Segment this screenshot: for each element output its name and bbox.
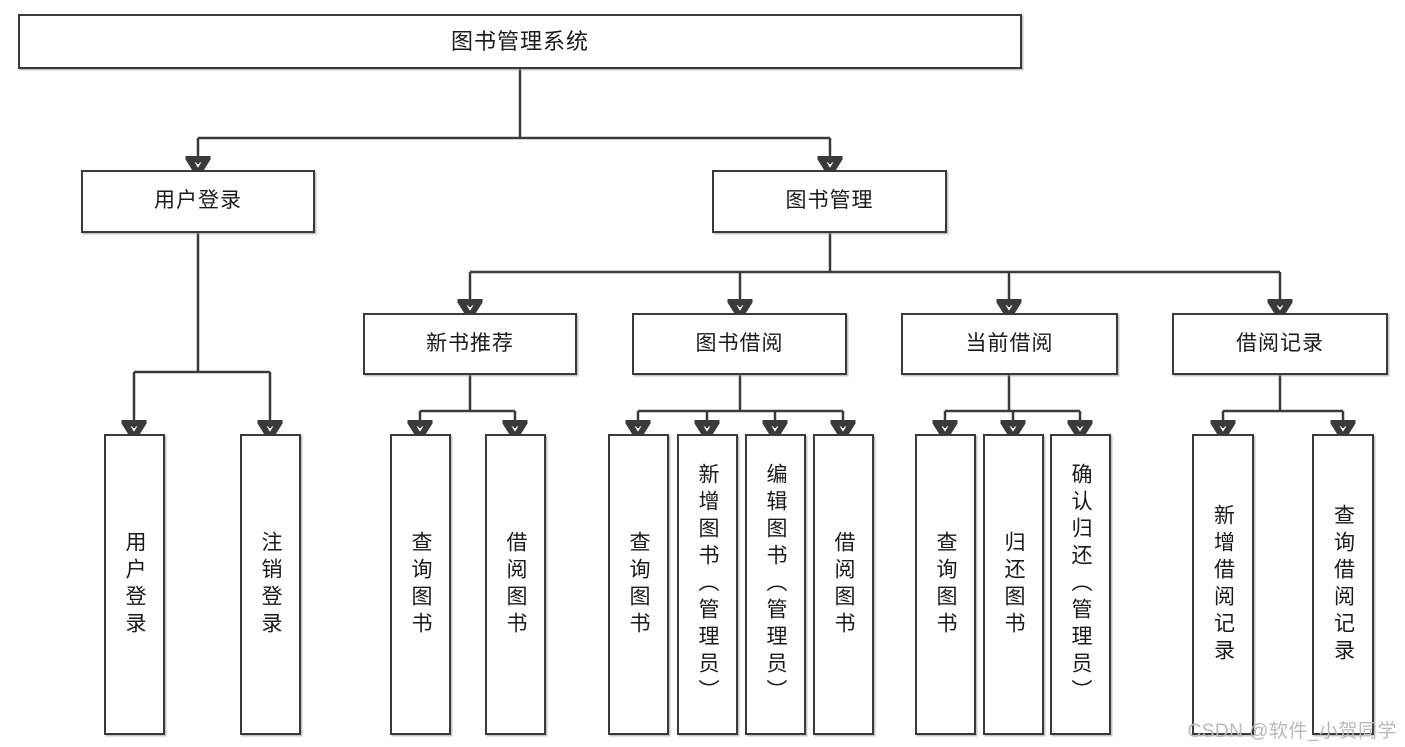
node-user-login-label: 用户登录	[154, 189, 242, 213]
node-leaf-add-book-label: 新增图书（管理员）	[696, 463, 719, 706]
node-leaf-add-record[interactable]: 新增借阅记录	[1192, 434, 1254, 735]
node-leaf-query-book-2-label: 查询图书	[627, 530, 650, 639]
node-borrow-record[interactable]: 借阅记录	[1172, 313, 1388, 375]
node-leaf-confirm-return-label: 确认归还（管理员）	[1069, 463, 1092, 706]
node-root[interactable]: 图书管理系统	[18, 14, 1022, 69]
node-book-manage-label: 图书管理	[785, 189, 874, 213]
node-current-borrow[interactable]: 当前借阅	[901, 313, 1118, 375]
node-borrow-record-label: 借阅记录	[1236, 331, 1324, 355]
node-leaf-query-book-3-label: 查询图书	[934, 530, 957, 639]
node-new-book-recommend-label: 新书推荐	[426, 331, 514, 355]
node-leaf-query-record[interactable]: 查询借阅记录	[1312, 434, 1374, 735]
node-leaf-borrow-book-1[interactable]: 借阅图书	[485, 434, 546, 735]
node-leaf-return-book[interactable]: 归还图书	[983, 434, 1044, 735]
node-leaf-query-book-1[interactable]: 查询图书	[390, 434, 451, 735]
node-root-label: 图书管理系统	[450, 28, 589, 54]
node-new-book-recommend[interactable]: 新书推荐	[363, 313, 577, 375]
node-leaf-borrow-book-2-label: 借阅图书	[832, 530, 855, 639]
node-current-borrow-label: 当前借阅	[965, 331, 1054, 355]
node-book-manage[interactable]: 图书管理	[712, 170, 947, 233]
node-leaf-query-book-2[interactable]: 查询图书	[608, 434, 669, 735]
node-leaf-logout-login-label: 注销登录	[259, 530, 282, 639]
node-leaf-borrow-book-2[interactable]: 借阅图书	[813, 434, 874, 735]
node-leaf-query-book-1-label: 查询图书	[409, 530, 432, 639]
node-book-borrow[interactable]: 图书借阅	[632, 313, 847, 375]
node-leaf-confirm-return[interactable]: 确认归还（管理员）	[1050, 434, 1111, 735]
node-user-login[interactable]: 用户登录	[81, 170, 315, 233]
node-leaf-edit-book[interactable]: 编辑图书（管理员）	[745, 434, 806, 735]
node-leaf-logout-login[interactable]: 注销登录	[240, 434, 301, 735]
node-leaf-query-book-3[interactable]: 查询图书	[915, 434, 976, 735]
node-leaf-return-book-label: 归还图书	[1002, 530, 1025, 639]
node-leaf-edit-book-label: 编辑图书（管理员）	[764, 463, 787, 706]
node-leaf-user-login[interactable]: 用户登录	[104, 434, 165, 735]
node-leaf-user-login-label: 用户登录	[123, 530, 146, 639]
node-book-borrow-label: 图书借阅	[695, 331, 784, 355]
node-leaf-add-record-label: 新增借阅记录	[1211, 503, 1235, 666]
node-leaf-add-book[interactable]: 新增图书（管理员）	[677, 434, 738, 735]
node-leaf-borrow-book-1-label: 借阅图书	[504, 530, 527, 639]
node-leaf-query-record-label: 查询借阅记录	[1331, 503, 1355, 666]
